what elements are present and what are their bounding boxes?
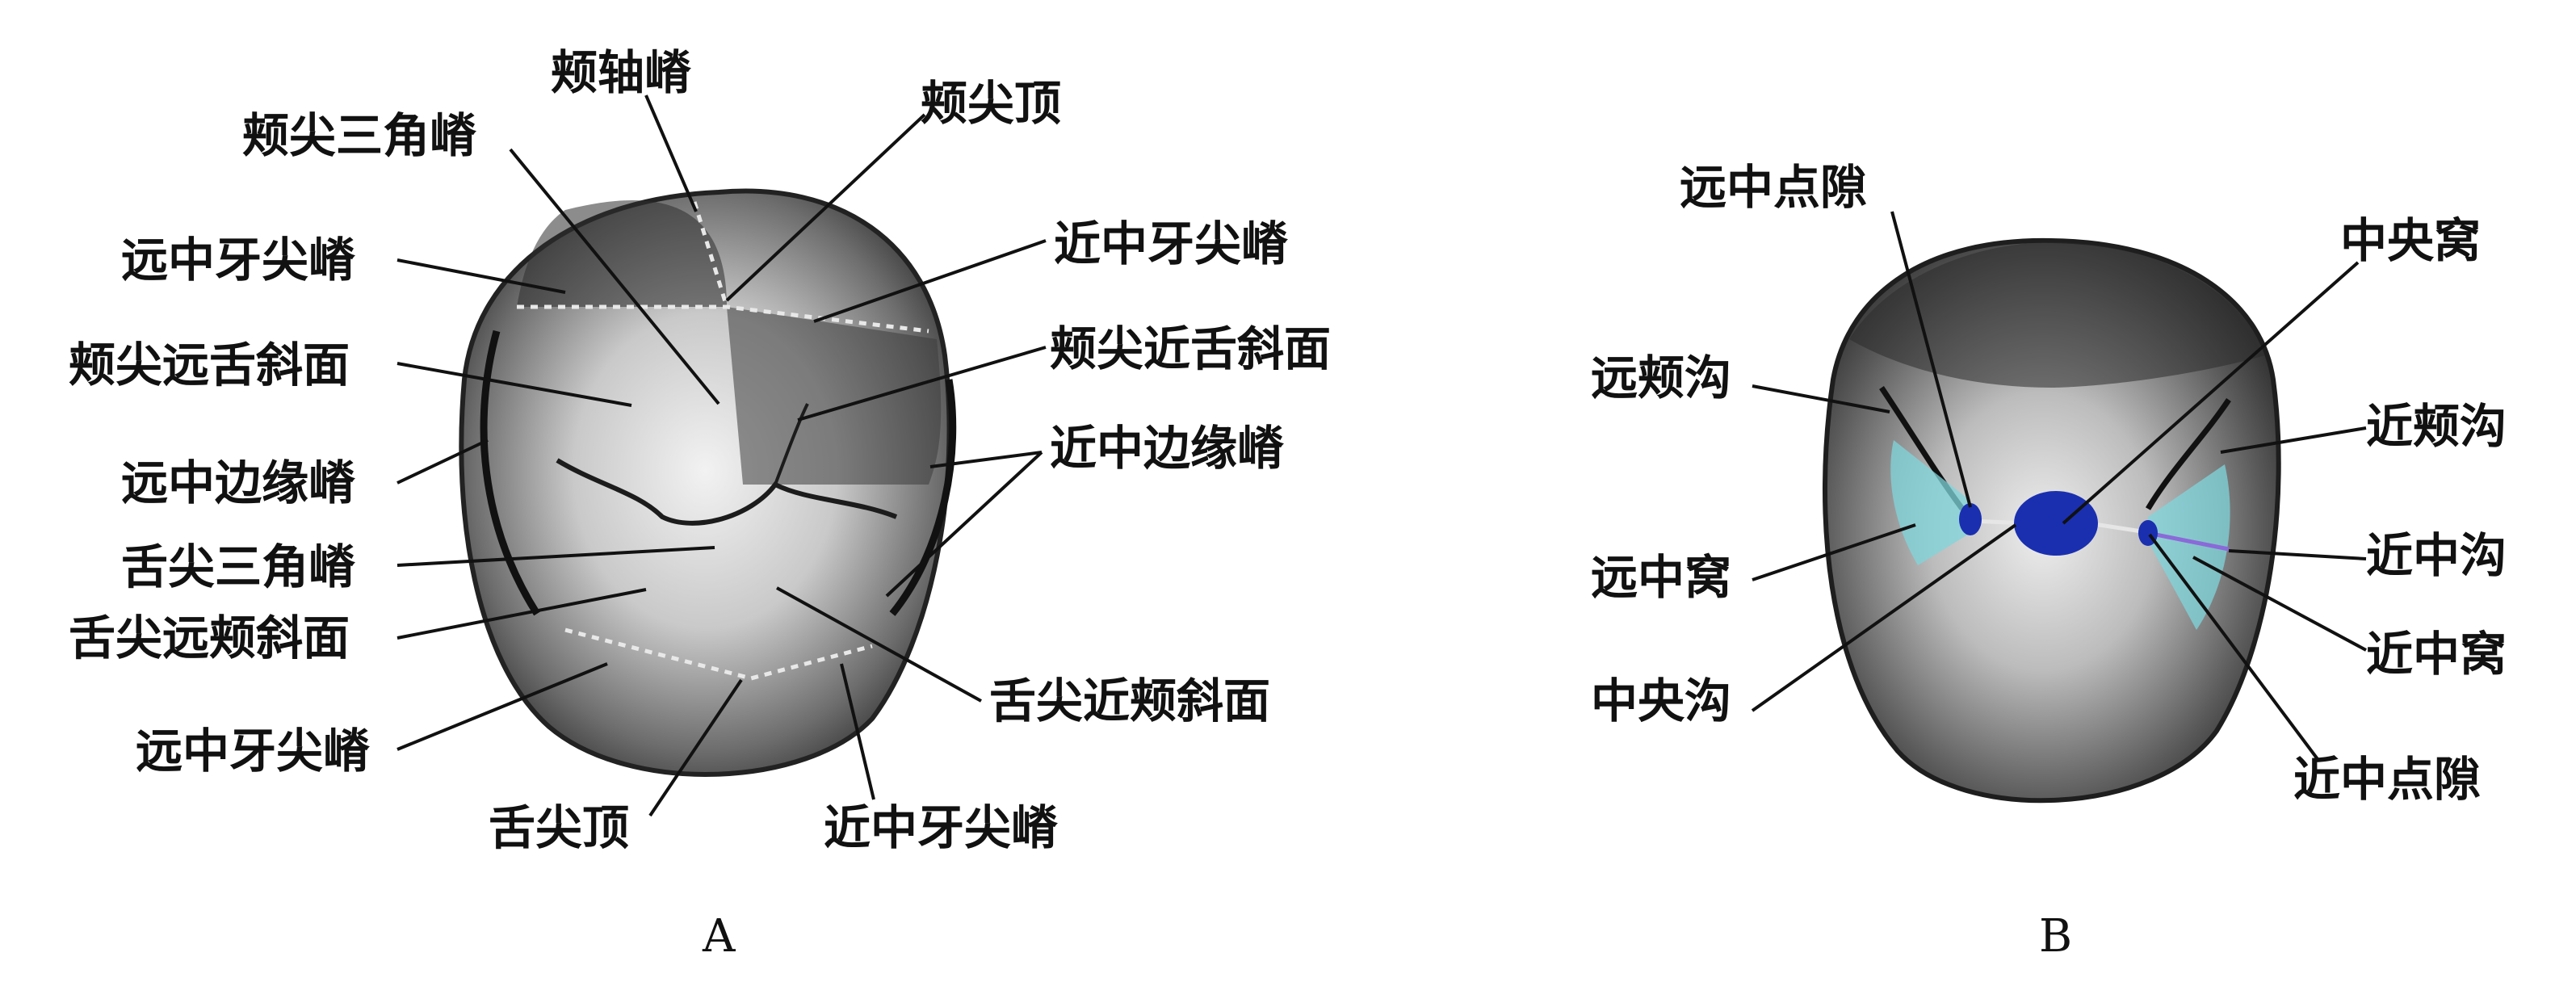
distal-fossa-shape xyxy=(1890,440,1970,565)
caption-a: A xyxy=(702,910,736,963)
label-lingual-cusp-tip: 舌尖顶 xyxy=(489,800,629,855)
mesiobuccal-groove-line xyxy=(2145,398,2231,510)
label-mesiobuccal-groove: 近颊沟 xyxy=(2366,399,2507,454)
mesial-groove-line xyxy=(2147,531,2230,552)
fissure-branch xyxy=(774,403,809,485)
lingual-cusp-ridge-dotted xyxy=(564,627,873,681)
label-buccal-axial-ridge: 颊轴嵴 xyxy=(551,45,691,100)
central-fossa-shape xyxy=(2014,491,2098,556)
panel-a-leaders xyxy=(396,94,1047,817)
mesial-marginal-line xyxy=(889,379,957,616)
label-distal-fossa: 远中窝 xyxy=(1591,550,1731,605)
label-mesial-marginal-ridge: 近中边缘嵴 xyxy=(1050,421,1284,476)
label-distal-cusp-ridge-bottom: 远中牙尖嵴 xyxy=(136,724,370,778)
label-lingual-cusp-mesiobuccal-slope: 舌尖近颊斜面 xyxy=(989,674,1270,728)
label-central-fossa: 中央窝 xyxy=(2340,213,2481,268)
distal-marginal-line xyxy=(480,329,540,616)
panel-b-labels: 远中点隙 中央窝 远颊沟 近颊沟 远中窝 近中沟 中央沟 近中窝 近中点隙 xyxy=(1591,160,2507,807)
label-mesial-cusp-ridge-bottom: 近中牙尖嵴 xyxy=(824,800,1058,855)
label-buccal-cusp-distolingual-slope: 颊尖远舌斜面 xyxy=(69,338,350,392)
panel-a-labels: 颊轴嵴 颊尖三角嵴 颊尖顶 远中牙尖嵴 近中牙尖嵴 颊尖远舌斜面 颊尖近舌斜面 … xyxy=(69,45,1331,855)
buccal-axial-dotted xyxy=(692,201,729,308)
label-distal-marginal-ridge: 远中边缘嵴 xyxy=(121,455,355,510)
buccal-band-b xyxy=(1849,242,2265,388)
distal-pit-dot xyxy=(1959,503,1982,535)
label-distal-cusp-ridge-top: 远中牙尖嵴 xyxy=(121,233,355,287)
buccal-mesial-shade xyxy=(727,307,942,485)
panel-b-leaders xyxy=(1751,211,2367,761)
label-central-groove: 中央沟 xyxy=(1591,674,1731,728)
label-buccal-cusp-triangular-ridge: 颊尖三角嵴 xyxy=(242,108,476,163)
buccal-top-shade xyxy=(517,200,727,307)
label-buccal-cusp-mesiolingual-slope: 颊尖近舌斜面 xyxy=(1050,321,1331,376)
label-buccal-cusp-tip: 颊尖顶 xyxy=(921,76,1061,131)
caption-b: B xyxy=(2039,910,2072,963)
label-distobuccal-groove: 远颊沟 xyxy=(1591,350,1731,405)
label-distal-contact-area: 远中点隙 xyxy=(1680,160,1867,215)
label-lingual-cusp-distobuccal-slope: 舌尖远颊斜面 xyxy=(69,611,350,665)
label-mesial-groove: 近中沟 xyxy=(2366,528,2507,583)
label-lingual-cusp-triangular-ridge: 舌尖三角嵴 xyxy=(121,539,355,594)
central-fissure-a xyxy=(556,458,898,526)
tooth-b xyxy=(1822,237,2281,804)
tooth-a xyxy=(459,188,957,777)
label-mesial-fossa: 近中窝 xyxy=(2366,627,2507,682)
mesial-fossa-shape xyxy=(2148,464,2230,630)
label-mesial-cusp-ridge-top: 近中牙尖嵴 xyxy=(1054,216,1288,271)
label-mesial-contact-area: 近中点隙 xyxy=(2293,752,2481,807)
